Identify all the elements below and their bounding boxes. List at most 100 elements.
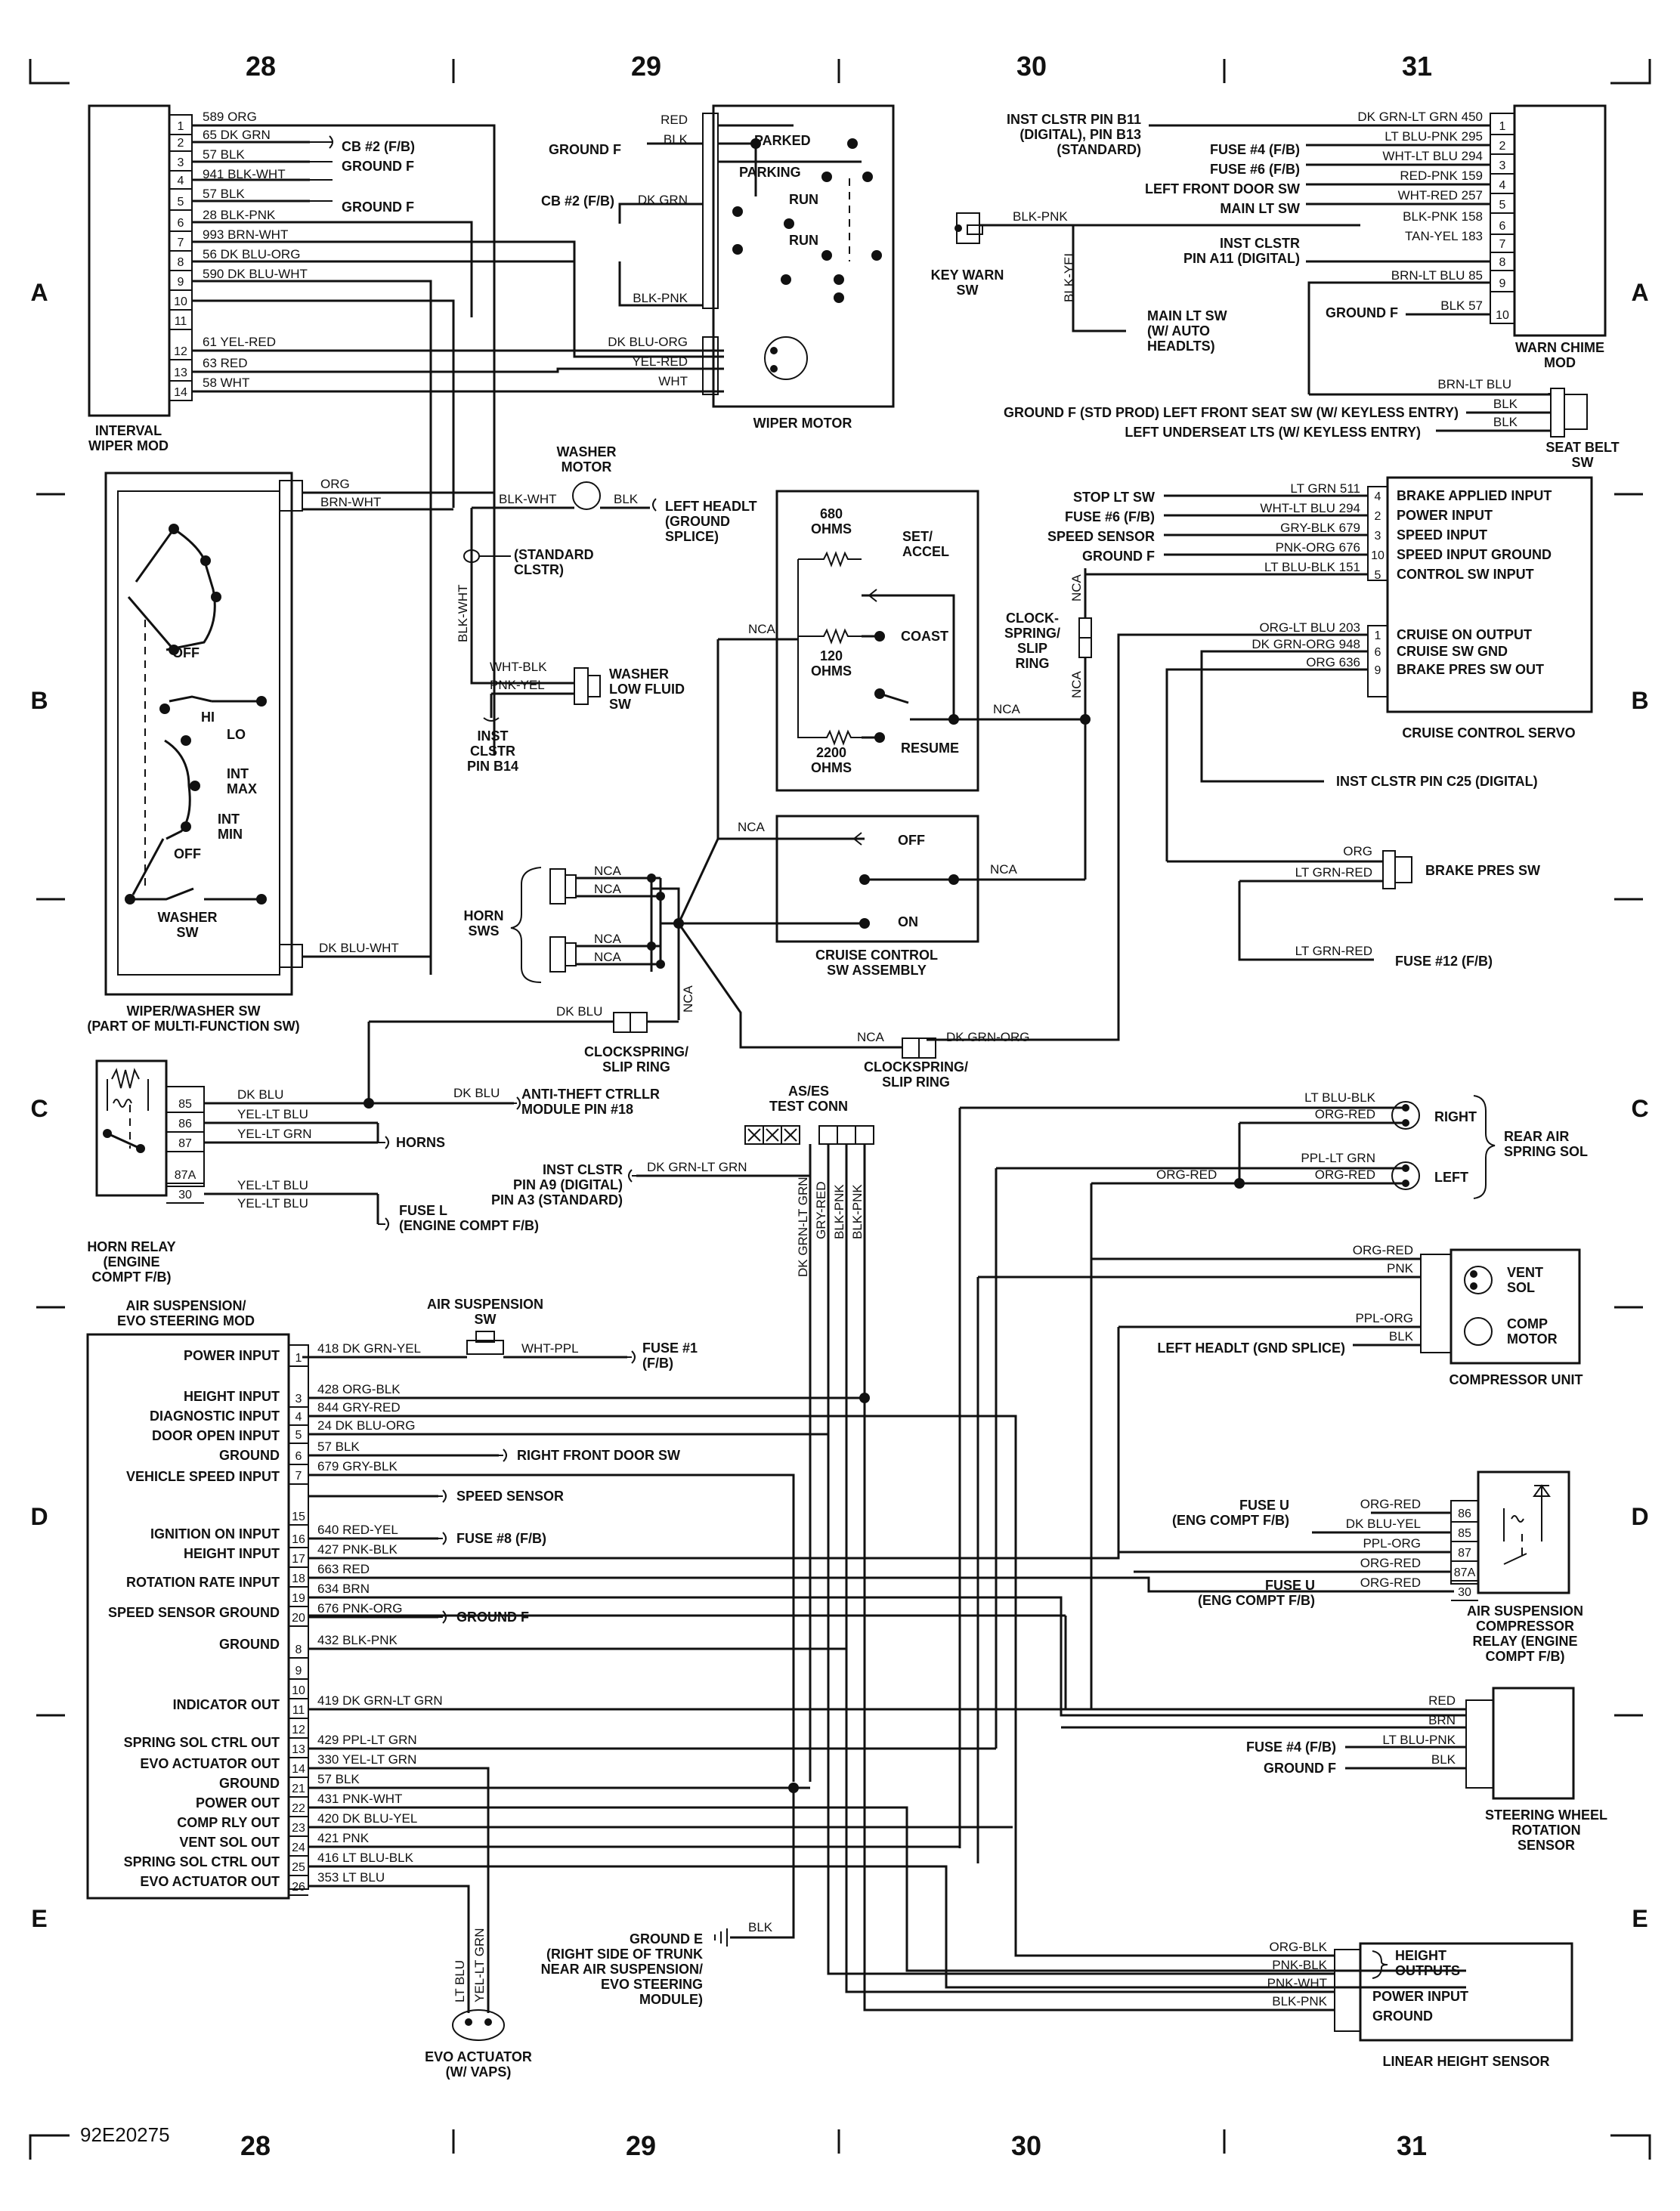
- column-labels-top: 28 29 30 31: [246, 51, 1432, 82]
- wire-label: 640 RED-YEL: [317, 1523, 398, 1537]
- wire-label: BLK: [748, 1920, 773, 1934]
- wire-label: 56 DK BLU-ORG: [203, 247, 300, 261]
- module-function: GROUND: [219, 1448, 280, 1463]
- pin-number: 20: [292, 1612, 305, 1625]
- ref-label: INST CLSTR PIN B11(DIGITAL), PIN B13(STA…: [1007, 112, 1141, 157]
- pin-number: 24: [292, 1841, 305, 1854]
- pin-number: 85: [178, 1098, 192, 1111]
- row-label: A: [30, 279, 48, 306]
- wire-label: 420 DK BLU-YEL: [317, 1811, 417, 1826]
- pin-number: 9: [178, 276, 184, 289]
- servo-function: SPEED INPUT: [1397, 527, 1487, 543]
- pin-number: 8: [295, 1644, 302, 1656]
- ref-label: GROUND F: [1264, 1761, 1336, 1776]
- wire-label: BLK: [1431, 1752, 1456, 1767]
- wire-label: BLK: [1389, 1329, 1414, 1344]
- switch-position: COAST: [901, 629, 948, 644]
- module-function: GROUND: [219, 1637, 280, 1652]
- ref-label: FUSE U(ENG COMPT F/B): [1172, 1498, 1289, 1528]
- ref-label: FUSE #4 (F/B): [1246, 1739, 1336, 1755]
- pin-number: 14: [292, 1763, 305, 1776]
- pin-number: 5: [295, 1429, 302, 1442]
- wire-label: BRN-LT BLU 85: [1391, 268, 1483, 283]
- pin-number: 6: [178, 217, 184, 230]
- wire-label: PNK-BLK: [1272, 1958, 1327, 1972]
- ref-label: FUSE #6 (F/B): [1210, 162, 1300, 177]
- wire-label: LT BLU-PNK 295: [1385, 129, 1483, 144]
- wire-label: 993 BRN-WHT: [203, 227, 288, 242]
- wire-label: ORG-RED: [1360, 1497, 1421, 1511]
- wire-label: BRN: [1428, 1713, 1456, 1727]
- wire-label: 418 DK GRN-YEL: [317, 1341, 421, 1356]
- wire-label: BLK 57: [1440, 298, 1483, 313]
- wire-label: 844 GRY-RED: [317, 1400, 401, 1415]
- clockspring-label: CLOCKSPRING/SLIP RING: [584, 1044, 688, 1075]
- wire-label: BLK-PNK: [1013, 209, 1068, 224]
- ref-label: HORNS: [396, 1135, 445, 1150]
- row-labels: A B C D E A B C D E: [30, 279, 1648, 1932]
- wire-label: 590 DK BLU-WHT: [203, 267, 308, 281]
- wire-label: ORG-LT BLU 203: [1259, 620, 1360, 635]
- wire-label: 353 LT BLU: [317, 1870, 385, 1885]
- module-function: SPRING SOL CTRL OUT: [124, 1735, 280, 1750]
- wire-label: PPL-ORG: [1363, 1536, 1421, 1551]
- wire-label: BLK-PNK: [1272, 1994, 1327, 2008]
- wire-label: 421 PNK: [317, 1831, 370, 1845]
- switch-position: SET/ACCEL: [902, 529, 949, 559]
- pin-number: 6: [295, 1450, 302, 1463]
- wire-label: PPL-LT GRN: [1301, 1151, 1375, 1165]
- wire-label: LT BLU-BLK 151: [1264, 560, 1360, 574]
- row-label: B: [1631, 687, 1648, 714]
- pin-number: 5: [1499, 199, 1506, 212]
- row-label: C: [30, 1095, 48, 1122]
- ref-label: LEFT FRONT DOOR SW: [1145, 181, 1300, 196]
- pin-number: 87: [178, 1137, 192, 1150]
- pin-number: 2: [1375, 510, 1381, 523]
- wire-label: BLK-YEL: [1062, 249, 1076, 302]
- column-labels-bottom: 28 29 30 31: [240, 2130, 1427, 2161]
- wire-label: WHT-BLK: [490, 660, 547, 674]
- ref-label: FUSE #8 (F/B): [456, 1531, 546, 1546]
- pin-number: 12: [292, 1724, 305, 1736]
- servo-function: CRUISE ON OUTPUT: [1397, 627, 1532, 642]
- brake-pres-sw-label: BRAKE PRES SW: [1425, 863, 1540, 878]
- wire-label: LT BLU-BLK: [1304, 1090, 1376, 1105]
- wire-label: BRN-LT BLU: [1437, 377, 1511, 391]
- ref-label: SPEED SENSOR: [1047, 529, 1155, 544]
- wire-label: DK BLU-YEL: [1346, 1517, 1421, 1531]
- ref-label: GROUND F: [342, 159, 414, 174]
- module-function: HEIGHT INPUT: [184, 1546, 280, 1561]
- nca-label: NCA: [594, 932, 622, 946]
- pin-number: 30: [178, 1189, 192, 1201]
- wire-label: DK BLU: [556, 1004, 602, 1019]
- column-label: 29: [626, 2130, 656, 2161]
- wire-label: LT GRN-RED: [1295, 865, 1372, 880]
- module-function: SPEED SENSOR GROUND: [108, 1605, 280, 1620]
- wire-label: 679 GRY-BLK: [317, 1459, 398, 1473]
- row-label: D: [1631, 1503, 1648, 1530]
- wire-label: DK GRN-LT GRN 450: [1357, 110, 1483, 124]
- wire-label: DK BLU-WHT: [319, 941, 399, 955]
- ref-label: FUSE L(ENGINE COMPT F/B): [399, 1203, 539, 1233]
- clockspring-label: CLOCKSPRING/SLIP RING: [864, 1059, 968, 1090]
- wire-label: 427 PNK-BLK: [317, 1542, 398, 1557]
- side-label: LEFT: [1434, 1170, 1468, 1185]
